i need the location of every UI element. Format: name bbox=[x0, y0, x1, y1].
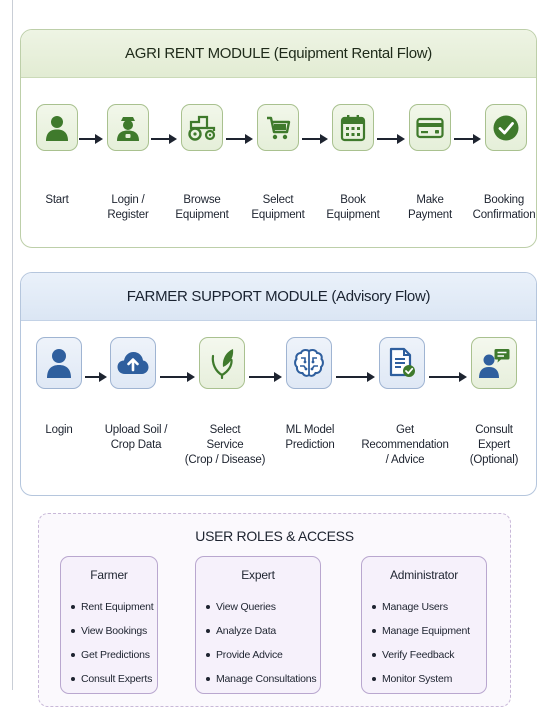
support-step-upload bbox=[110, 337, 156, 389]
calendar-icon bbox=[340, 114, 366, 141]
role-card-farmer: Farmer Rent Equipment View Bookings Get … bbox=[60, 556, 158, 694]
support-step-login bbox=[36, 337, 82, 389]
flow-arrow bbox=[429, 372, 467, 382]
agri-step-confirmation-label: Booking Confirmation bbox=[472, 194, 536, 221]
permission-item: View Queries bbox=[206, 595, 316, 619]
leaf-icon bbox=[211, 349, 234, 379]
role-card-expert-permissions: View Queries Analyze Data Provide Advice… bbox=[206, 595, 317, 691]
support-step-recommendation-label: Get Recommendation / Advice bbox=[361, 424, 449, 466]
person-icon bbox=[46, 115, 68, 141]
agri-step-select-label: Select Equipment bbox=[251, 194, 305, 221]
permission-item: Manage Equipment bbox=[372, 619, 470, 643]
agri-step-select bbox=[257, 104, 299, 151]
support-step-ml-prediction bbox=[286, 337, 332, 389]
permission-item: Consult Experts bbox=[71, 667, 154, 691]
permission-item: Get Predictions bbox=[71, 643, 154, 667]
flow-arrow bbox=[85, 372, 107, 382]
role-card-administrator: Administrator Manage Users Manage Equipm… bbox=[361, 556, 487, 694]
user-roles-title: USER ROLES & ACCESS bbox=[195, 528, 354, 544]
support-step-select-service bbox=[199, 337, 245, 389]
cart-icon bbox=[267, 116, 291, 139]
flow-arrow bbox=[79, 134, 103, 144]
check-icon bbox=[493, 115, 519, 140]
flow-arrow bbox=[226, 134, 253, 144]
agri-rent-module-header: AGRI RENT MODULE (Equipment Rental Flow) bbox=[21, 30, 536, 78]
agri-rent-module-title: AGRI RENT MODULE (Equipment Rental Flow) bbox=[125, 45, 432, 62]
tractor-icon bbox=[188, 115, 216, 141]
document-check-icon bbox=[389, 347, 415, 377]
permission-item: Monitor System bbox=[372, 667, 470, 691]
flow-arrow bbox=[160, 372, 195, 382]
support-step-ml-prediction-label: ML Model Prediction bbox=[285, 424, 335, 451]
permission-item: Rent Equipment bbox=[71, 595, 154, 619]
agri-step-book bbox=[332, 104, 374, 151]
flow-arrow bbox=[336, 372, 375, 382]
expert-chat-icon bbox=[479, 349, 510, 378]
agri-step-start-label: Start bbox=[45, 194, 69, 206]
support-step-consult-expert bbox=[471, 337, 517, 389]
permission-item: Analyze Data bbox=[206, 619, 316, 643]
role-card-administrator-name: Administrator bbox=[389, 568, 459, 582]
support-step-recommendation bbox=[379, 337, 425, 389]
permission-item: Manage Users bbox=[372, 595, 470, 619]
agri-step-payment bbox=[409, 104, 451, 151]
permission-item: Verify Feedback bbox=[372, 643, 470, 667]
agri-step-login-label: Login / Register bbox=[107, 194, 149, 221]
agri-step-book-label: Book Equipment bbox=[326, 194, 380, 221]
agri-step-browse bbox=[181, 104, 223, 151]
role-card-administrator-permissions: Manage Users Manage Equipment Verify Fee… bbox=[372, 595, 470, 691]
agri-step-confirmation bbox=[485, 104, 527, 151]
support-step-login-label: Login bbox=[45, 424, 73, 436]
brain-icon bbox=[294, 348, 324, 377]
farmer-support-module-header: FARMER SUPPORT MODULE (Advisory Flow) bbox=[21, 273, 536, 321]
flow-arrow bbox=[151, 134, 177, 144]
farmer-support-module-title: FARMER SUPPORT MODULE (Advisory Flow) bbox=[126, 288, 431, 305]
support-step-select-service-label: Select Service (Crop / Disease) bbox=[184, 424, 266, 466]
permission-item: View Bookings bbox=[71, 619, 154, 643]
agri-step-start bbox=[36, 104, 78, 151]
permission-item: Manage Consultations bbox=[206, 667, 317, 691]
permission-item: Provide Advice bbox=[206, 643, 316, 667]
farmer-support-module-panel: FARMER SUPPORT MODULE (Advisory Flow) bbox=[20, 272, 537, 496]
person-icon bbox=[47, 349, 71, 378]
agri-step-login bbox=[107, 104, 149, 151]
role-card-farmer-name: Farmer bbox=[90, 568, 128, 582]
flow-arrow bbox=[377, 134, 405, 144]
role-card-farmer-permissions: Rent Equipment View Bookings Get Predict… bbox=[71, 595, 154, 691]
role-card-expert: Expert View Queries Analyze Data Provide… bbox=[195, 556, 321, 694]
farmer-icon bbox=[117, 116, 139, 141]
card-icon bbox=[416, 117, 444, 138]
flow-arrow bbox=[302, 134, 328, 144]
agri-step-payment-label: Make Payment bbox=[408, 194, 452, 221]
support-step-upload-label: Upload Soil / Crop Data bbox=[104, 424, 168, 451]
role-card-expert-name: Expert bbox=[241, 568, 275, 582]
support-step-consult-expert-label: Consult Expert (Optional) bbox=[469, 424, 519, 466]
agri-step-browse-label: Browse Equipment bbox=[175, 194, 229, 221]
cloud-upload-icon bbox=[117, 352, 149, 374]
flow-arrow bbox=[249, 372, 282, 382]
page-left-rule bbox=[12, 0, 13, 690]
flow-arrow bbox=[454, 134, 481, 144]
